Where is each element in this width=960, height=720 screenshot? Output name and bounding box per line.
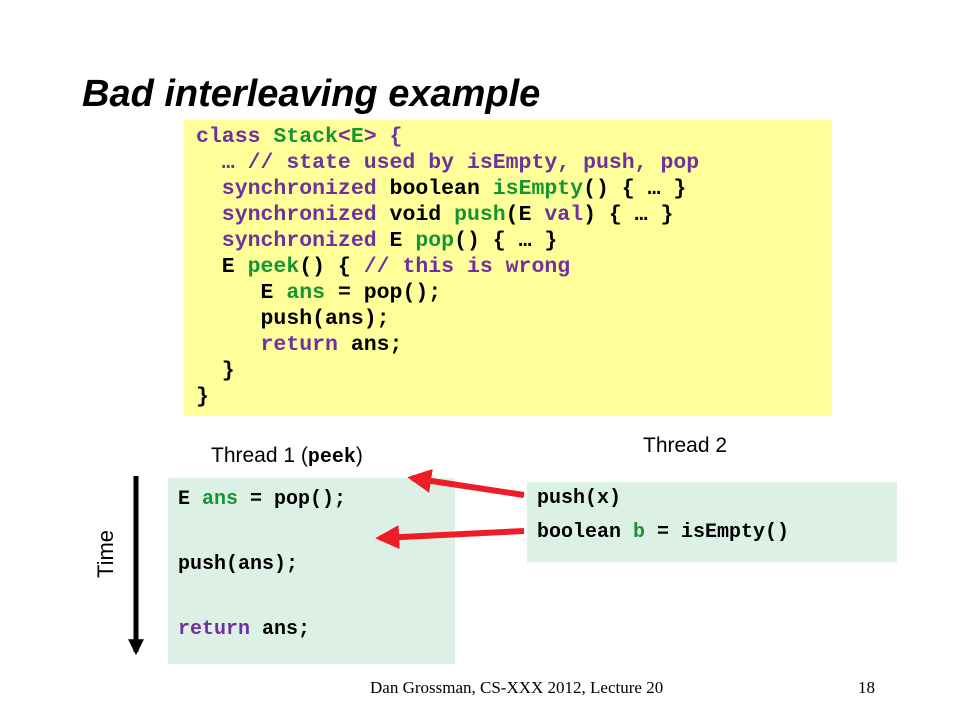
code-token: class: [196, 125, 274, 149]
code-line: }: [196, 358, 832, 384]
code-token: boolean: [389, 177, 493, 201]
code-token: push(ans);: [196, 307, 390, 331]
thread2-line-isempty: boolean b = isEmpty(): [537, 521, 790, 544]
code-line: }: [196, 384, 832, 410]
code-line: E ans = pop();: [196, 280, 832, 306]
code-line: … // state used by isEmpty, push, pop: [196, 150, 832, 176]
code-token: E: [196, 255, 248, 279]
code-token: ) { … }: [583, 203, 674, 227]
code-line: class Stack<E> {: [196, 124, 832, 150]
thread1-line-push: push(ans);: [178, 553, 299, 576]
code-token: E: [196, 281, 287, 305]
code-token: val: [544, 203, 584, 227]
code-token: ans: [286, 281, 326, 305]
isempty-interleave-arrow: [375, 525, 525, 550]
thread1-line-return: return ans;: [178, 618, 311, 641]
thread1-code-box: [168, 478, 455, 664]
code-token: Stack: [273, 125, 338, 149]
push-interleave-arrow: [407, 469, 525, 498]
code-token: = pop();: [325, 281, 442, 305]
code-line: synchronized boolean isEmpty() { … }: [196, 176, 832, 202]
code-token: }: [196, 359, 235, 383]
code-token: () { … }: [583, 177, 687, 201]
code-token: synchronized: [196, 229, 390, 253]
thread2-line-push: push(x): [537, 487, 622, 510]
thread2-label: Thread 2: [643, 434, 728, 457]
code-token: > {: [363, 125, 403, 149]
page-number: 18: [858, 678, 875, 697]
code-token: }: [196, 385, 209, 409]
code-token: () { … }: [454, 229, 558, 253]
code-token: () {: [299, 255, 364, 279]
code-token: push: [454, 203, 506, 227]
thread1-label: Thread 1 (peek): [211, 444, 363, 469]
code-token: E: [389, 229, 416, 253]
code-token: void: [389, 203, 455, 227]
code-token: … // state used by isEmpty, push, pop: [196, 151, 700, 175]
code-line: E peek() { // this is wrong: [196, 254, 832, 280]
code-token: <: [337, 125, 351, 149]
code-token: isEmpty: [492, 177, 584, 201]
slide-title: Bad interleaving example: [82, 73, 541, 115]
footer-credit: Dan Grossman, CS-XXX 2012, Lecture 20: [370, 678, 664, 697]
stack-class-code: class Stack<E> { … // state used by isEm…: [184, 120, 832, 416]
thread2-code-box: [527, 482, 897, 562]
code-token: synchronized: [196, 203, 390, 227]
code-token: // this is wrong: [363, 255, 571, 279]
thread1-line-pop: E ans = pop();: [178, 488, 347, 511]
code-token: E: [350, 125, 364, 149]
code-token: ans;: [337, 333, 403, 357]
code-line: return ans;: [196, 332, 832, 358]
code-line: synchronized E pop() { … }: [196, 228, 832, 254]
code-line: push(ans);: [196, 306, 832, 332]
code-token: return: [260, 333, 338, 357]
code-token: peek: [247, 255, 300, 279]
code-line: synchronized void push(E val) { … }: [196, 202, 832, 228]
code-token: pop: [415, 229, 455, 253]
code-token: (E: [505, 203, 545, 227]
code-token: synchronized: [196, 177, 390, 201]
